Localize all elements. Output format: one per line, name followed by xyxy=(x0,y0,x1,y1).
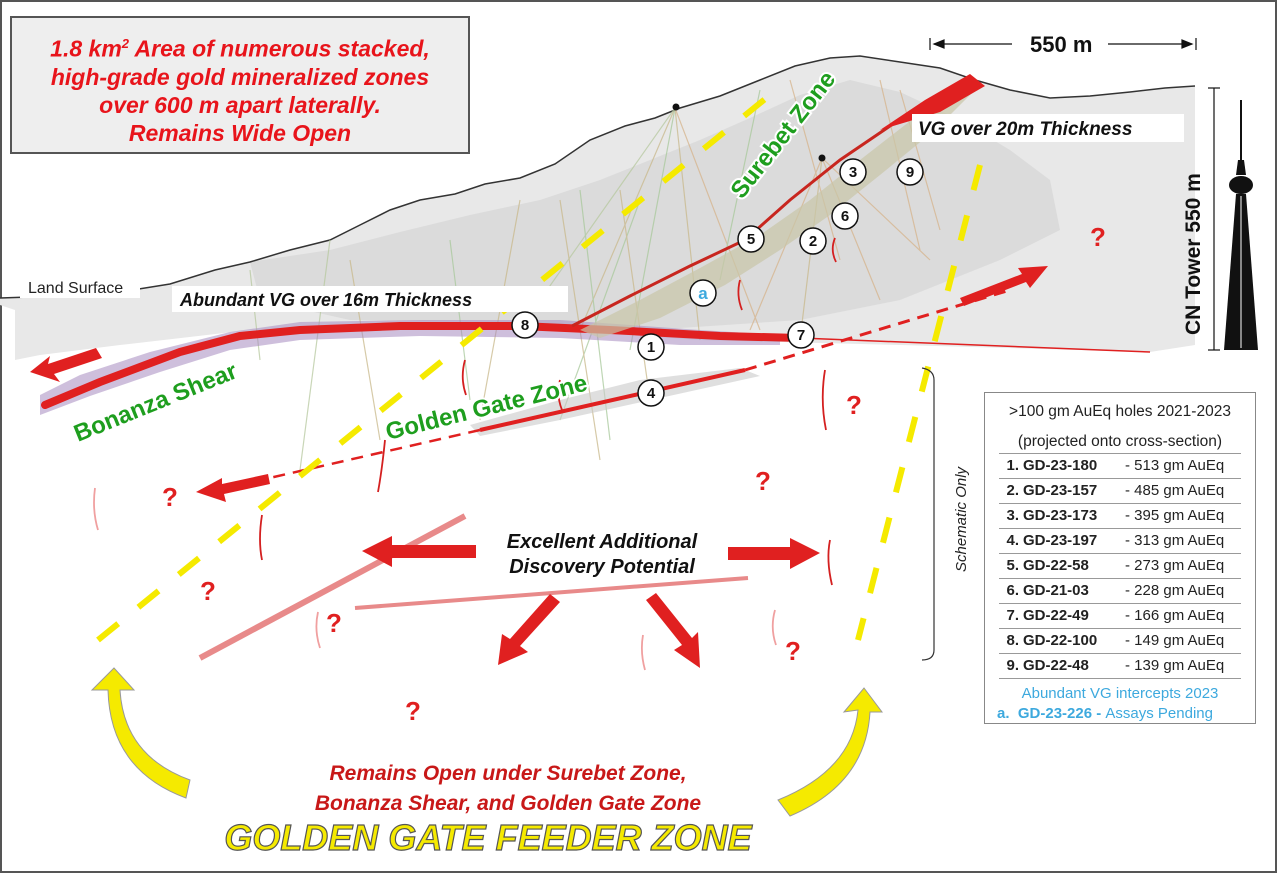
callout-line2: high-grade gold mineralized zones xyxy=(50,63,430,90)
schematic-bracket xyxy=(921,367,935,661)
hole-marker-8: 8 xyxy=(511,311,539,339)
yellow-arrow-right xyxy=(777,687,883,817)
highlight-callout: 1.8 km2 Area of numerous stacked, high-g… xyxy=(10,16,470,154)
surebet-zone-upper xyxy=(880,74,985,130)
yellow-arrows xyxy=(90,667,883,817)
distance-scale-label: 550 m xyxy=(1030,32,1092,57)
pink-vein-2 xyxy=(354,576,749,610)
discovery-right-arrow xyxy=(728,538,820,569)
bonanza-left-arrow xyxy=(30,348,102,382)
vertical-scale-bar xyxy=(1208,87,1220,351)
callout-line1: 1.8 km2 Area of numerous stacked, xyxy=(50,35,430,62)
callout-line3: over 600 m apart laterally. xyxy=(99,91,381,118)
hole-marker-5: 5 xyxy=(737,225,765,253)
svg-text:8: 8 xyxy=(521,317,529,334)
svg-text:3: 3 xyxy=(849,164,857,181)
yellow-arrow-left xyxy=(90,667,191,799)
hole-marker-3: 3 xyxy=(839,158,867,186)
svg-text:7: 7 xyxy=(797,327,805,344)
question-mark: ? xyxy=(405,696,421,726)
horizontal-scale-bar xyxy=(929,38,1197,50)
vg-16m-label: Abundant VG over 16m Thickness xyxy=(179,290,472,310)
collar-dot xyxy=(672,103,680,111)
hole-marker-9: 9 xyxy=(896,158,924,186)
hole-marker-2: 2 xyxy=(799,227,827,255)
surebet-zone-band xyxy=(580,85,975,338)
legend-title: >100 gm AuEq holes 2021-2023 xyxy=(1009,403,1231,420)
question-mark: ? xyxy=(755,466,771,496)
legend-row: 4.GD-23-197- 313 gm AuEq xyxy=(999,529,1241,554)
feeder-zone-title: GOLDEN GATE FEEDER ZONE xyxy=(224,817,752,858)
terrain-shading xyxy=(250,80,1060,330)
hole-markers: 1 2 3 4 5 6 7 8 9 a xyxy=(511,158,924,407)
hole-marker-1: 1 xyxy=(637,333,665,361)
bonanza-shear-extension xyxy=(799,337,1151,353)
red-arrows xyxy=(30,266,1048,668)
golden-gate-zone-projection-left xyxy=(229,428,481,489)
feeder-zone-boundary-left xyxy=(96,92,772,643)
legend-row: 5.GD-22-58- 273 gm AuEq xyxy=(999,554,1241,579)
vg-20m-label: VG over 20m Thickness xyxy=(918,119,1132,140)
svg-text:9: 9 xyxy=(906,164,914,181)
svg-text:1: 1 xyxy=(647,339,655,356)
bonanza-shear-line xyxy=(41,322,804,409)
cn-tower-scale-label: CN Tower 550 m xyxy=(1182,173,1205,335)
discovery-left-arrow xyxy=(362,536,476,567)
pink-vein-1 xyxy=(198,513,467,661)
golden-gate-zone-line xyxy=(479,368,746,432)
legend-row: 3.GD-23-173- 395 gm AuEq xyxy=(999,504,1241,529)
legend-box: >100 gm AuEq holes 2021-2023 (projected … xyxy=(984,392,1256,724)
question-mark: ? xyxy=(785,636,801,666)
discovery-label-line2: Discovery Potential xyxy=(509,556,695,578)
red-veinlets xyxy=(259,237,837,586)
collar-dot xyxy=(818,154,826,162)
hole-marker-a: a xyxy=(689,279,717,307)
callout-line4: Remains Wide Open xyxy=(128,119,352,146)
question-mark: ? xyxy=(326,608,342,638)
remains-open-line2: Bonanza Shear, and Golden Gate Zone xyxy=(315,792,702,815)
question-mark: ? xyxy=(1090,222,1106,252)
legend-row: 9.GD-22-48- 139 gm AuEq xyxy=(999,654,1241,679)
discovery-down-left-arrow xyxy=(498,594,560,665)
golden-gate-left-arrow xyxy=(196,474,270,502)
legend-row: 8.GD-22-100- 149 gm AuEq xyxy=(999,629,1241,654)
svg-text:4: 4 xyxy=(647,385,656,402)
svg-text:2: 2 xyxy=(809,233,817,250)
vg-20m-bg xyxy=(912,114,1184,142)
hole-marker-6: 6 xyxy=(831,202,859,230)
svg-text:6: 6 xyxy=(841,208,849,225)
legend-row: 1.GD-23-180- 513 gm AuEq xyxy=(999,454,1241,479)
legend-row: 2.GD-23-157- 485 gm AuEq xyxy=(999,479,1241,504)
svg-text:a: a xyxy=(698,284,708,303)
pink-veinlets xyxy=(93,487,777,671)
legend-vg-entry: a. GD-23-226 - Assays Pending xyxy=(997,705,1213,722)
hole-marker-4: 4 xyxy=(637,379,665,407)
discovery-down-right-arrow xyxy=(646,593,700,668)
question-mark: ? xyxy=(162,482,178,512)
land-surface-line xyxy=(0,55,1196,299)
cn-tower-icon xyxy=(1224,100,1258,350)
northeast-arrow xyxy=(960,266,1048,306)
land-surface-label: Land Surface xyxy=(28,280,123,297)
legend-subtitle: (projected onto cross-section) xyxy=(999,433,1241,454)
question-marks: ? ? ? ? ? ? ? ? xyxy=(162,222,1106,726)
remains-open-line1: Remains Open under Surebet Zone, xyxy=(329,762,686,785)
schematic-only-label: Schematic Only xyxy=(953,465,970,572)
question-mark: ? xyxy=(846,390,862,420)
legend-row: 6.GD-21-03- 228 gm AuEq xyxy=(999,579,1241,604)
vg-16m-bg xyxy=(172,286,568,312)
legend-vg-title: Abundant VG intercepts 2023 xyxy=(1021,685,1219,702)
discovery-label-line1: Excellent Additional xyxy=(507,531,698,553)
legend-row: 7.GD-22-49- 166 gm AuEq xyxy=(999,604,1241,629)
question-mark: ? xyxy=(200,576,216,606)
land-surface-bg xyxy=(20,276,140,298)
svg-text:5: 5 xyxy=(747,231,755,248)
hole-marker-7: 7 xyxy=(787,321,815,349)
